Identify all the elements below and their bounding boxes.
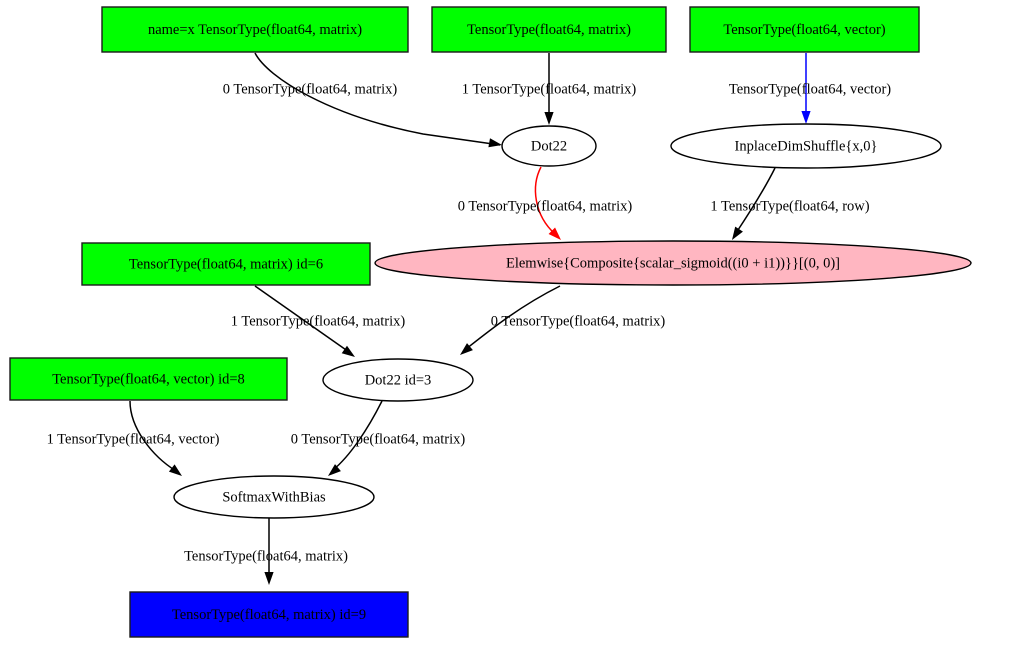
- graph-node-dot22_b[interactable]: Dot22 id=3: [322, 358, 474, 402]
- node-box-shape: [9, 357, 288, 401]
- node-label: TensorType(float64, vector): [723, 22, 885, 38]
- edge-label: 1 TensorType(float64, row): [710, 198, 869, 214]
- graph-edge: [332, 400, 383, 471]
- node-box-shape: [689, 6, 920, 53]
- edge-label: 0 TensorType(float64, matrix): [291, 431, 466, 447]
- node-label: name=x TensorType(float64, matrix): [148, 22, 362, 38]
- graph-edge: [534, 166, 556, 235]
- node-label: SoftmaxWithBias: [222, 489, 326, 505]
- edge-arrowhead: [168, 464, 182, 476]
- edge-label: 1 TensorType(float64, matrix): [231, 313, 406, 329]
- edge-label: TensorType(float64, vector): [729, 81, 891, 97]
- edge-arrowhead: [264, 572, 274, 585]
- node-label: TensorType(float64, matrix) id=9: [172, 607, 366, 623]
- node-box-shape: [101, 6, 409, 53]
- node-box-shape: [129, 591, 409, 638]
- edge-arrowhead: [548, 227, 561, 240]
- node-label: Dot22 id=3: [365, 372, 432, 388]
- edge-label: 1 TensorType(float64, matrix): [462, 81, 637, 97]
- node-label: TensorType(float64, vector) id=8: [52, 371, 245, 387]
- node-ellipse-shape: [374, 240, 972, 286]
- graph-node-dimshuffle[interactable]: InplaceDimShuffle{x,0}: [670, 123, 942, 169]
- node-ellipse-shape: [173, 475, 375, 519]
- edge-arrowhead: [801, 111, 811, 124]
- edge-arrowhead: [460, 343, 473, 355]
- node-label: TensorType(float64, matrix): [467, 22, 631, 38]
- node-ellipse-shape: [670, 123, 942, 169]
- graph-node-dot22_a[interactable]: Dot22: [501, 125, 597, 167]
- graph-edge: [254, 285, 350, 353]
- edge-arrowhead: [732, 226, 743, 240]
- node-box-shape: [431, 6, 667, 53]
- node-label: Dot22: [531, 138, 567, 154]
- graph-edge: [465, 285, 561, 350]
- graph-node-elemwise[interactable]: Elemwise{Composite{scalar_sigmoid((i0 + …: [374, 240, 972, 286]
- graph-edge: [735, 167, 776, 234]
- graph-node-in_w2[interactable]: TensorType(float64, matrix) id=6: [81, 242, 371, 286]
- edge-label: 0 TensorType(float64, matrix): [223, 81, 398, 97]
- edge-arrowhead: [341, 345, 355, 357]
- graph-node-in_x[interactable]: name=x TensorType(float64, matrix): [101, 6, 409, 53]
- edge-arrowhead: [488, 138, 502, 148]
- edge-label: 1 TensorType(float64, vector): [47, 431, 220, 447]
- graph-node-in_b2[interactable]: TensorType(float64, vector) id=8: [9, 357, 288, 401]
- graph-edge: [129, 400, 177, 472]
- graph-edge: [254, 52, 501, 146]
- edges-layer: [129, 52, 811, 585]
- nodes-layer: name=x TensorType(float64, matrix) Tensor…: [9, 6, 972, 638]
- node-ellipse-shape: [501, 125, 597, 167]
- graph-node-in_w1[interactable]: TensorType(float64, matrix): [431, 6, 667, 53]
- graph-node-out[interactable]: TensorType(float64, matrix) id=9: [129, 591, 409, 638]
- graph-node-in_b1[interactable]: TensorType(float64, vector): [689, 6, 920, 53]
- node-box-shape: [81, 242, 371, 286]
- graph-node-softmax[interactable]: SoftmaxWithBias: [173, 475, 375, 519]
- edge-label: 0 TensorType(float64, matrix): [458, 198, 633, 214]
- node-label: TensorType(float64, matrix) id=6: [129, 256, 323, 272]
- edge-labels-layer: 0 TensorType(float64, matrix) 1 TensorTyp…: [47, 81, 892, 564]
- node-label: InplaceDimShuffle{x,0}: [735, 138, 878, 154]
- edge-label: 0 TensorType(float64, matrix): [491, 313, 666, 329]
- node-label: Elemwise{Composite{scalar_sigmoid((i0 + …: [506, 255, 840, 271]
- node-ellipse-shape: [322, 358, 474, 402]
- edge-arrowhead: [328, 464, 341, 476]
- edge-label: TensorType(float64, matrix): [184, 548, 348, 564]
- edge-arrowhead: [544, 112, 554, 125]
